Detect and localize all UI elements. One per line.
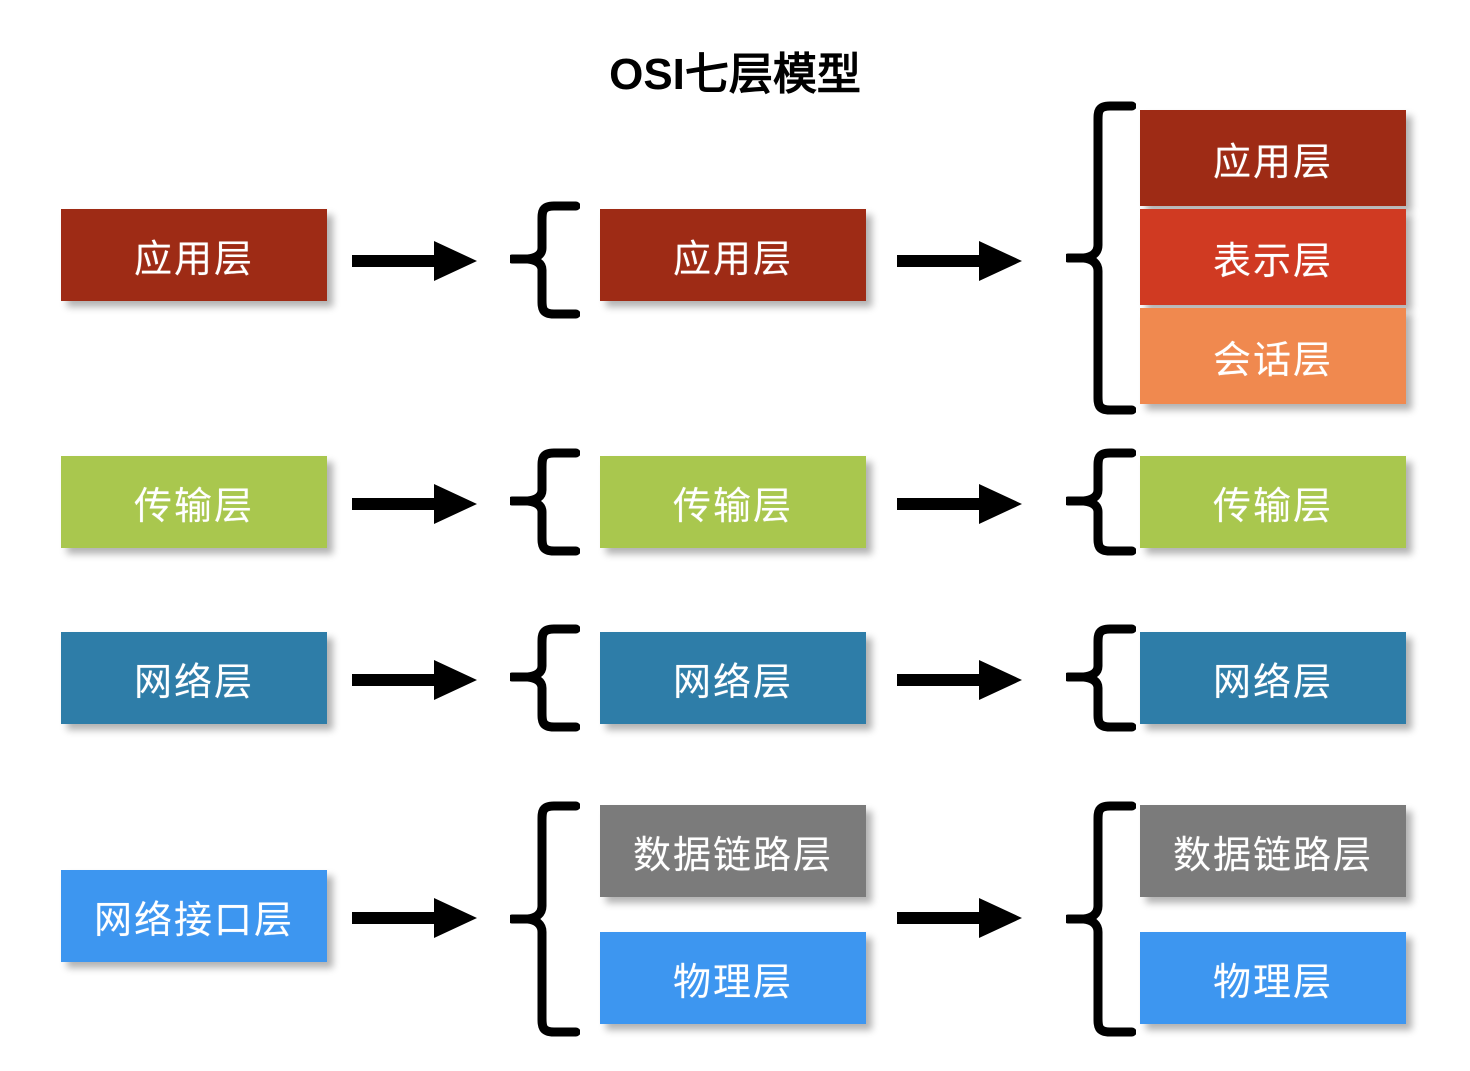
curly-brace-icon: [1063, 624, 1137, 732]
arrow-right-icon: [897, 241, 1022, 281]
page-title: OSI七层模型: [609, 50, 861, 99]
arrow-right-icon: [352, 898, 477, 938]
arrow-right-icon: [897, 660, 1022, 700]
box-c2-transport[interactable]: 传输层: [600, 456, 866, 548]
brace-c3-network: [1063, 623, 1137, 738]
curly-brace-icon: [1063, 801, 1137, 1037]
arrow-right-icon: [897, 898, 1022, 938]
box-c1-application[interactable]: 应用层: [61, 209, 327, 301]
arrow-right-icon: [352, 484, 477, 524]
arrow-c1-to-c2-application: [352, 235, 477, 292]
box-c3-datalink[interactable]: 数据链路层: [1140, 805, 1406, 897]
box-c1-transport[interactable]: 传输层: [61, 456, 327, 548]
arrow-right-icon: [352, 660, 477, 700]
curly-brace-icon: [507, 624, 581, 732]
arrow-c2-to-c3-transport: [897, 478, 1022, 535]
arrow-right-icon: [897, 484, 1022, 524]
brace-c2-transport: [507, 447, 581, 562]
arrow-c2-to-c3-link-physical: [897, 892, 1022, 949]
box-c3-session[interactable]: 会话层: [1140, 308, 1406, 404]
brace-c3-link-physical: [1063, 800, 1137, 1045]
box-c2-physical[interactable]: 物理层: [600, 932, 866, 1024]
arrow-c2-to-c3-application: [897, 235, 1022, 292]
box-c3-application[interactable]: 应用层: [1140, 110, 1406, 206]
brace-c3-transport: [1063, 447, 1137, 562]
brace-c2-application: [507, 200, 581, 325]
brace-c2-network: [507, 623, 581, 738]
curly-brace-icon: [1063, 101, 1137, 415]
box-c3-physical[interactable]: 物理层: [1140, 932, 1406, 1024]
curly-brace-icon: [507, 201, 581, 319]
curly-brace-icon: [507, 448, 581, 556]
box-c2-network[interactable]: 网络层: [600, 632, 866, 724]
arrow-c1-to-c2-transport: [352, 478, 477, 535]
box-c3-network[interactable]: 网络层: [1140, 632, 1406, 724]
box-c1-network-interface[interactable]: 网络接口层: [61, 870, 327, 962]
curly-brace-icon: [507, 801, 581, 1037]
box-c3-presentation[interactable]: 表示层: [1140, 209, 1406, 305]
brace-c3-upper-layers: [1063, 100, 1137, 423]
box-c2-datalink[interactable]: 数据链路层: [600, 805, 866, 897]
curly-brace-icon: [1063, 448, 1137, 556]
box-c3-transport[interactable]: 传输层: [1140, 456, 1406, 548]
arrow-c2-to-c3-network: [897, 654, 1022, 711]
brace-c2-link-physical: [507, 800, 581, 1045]
box-c1-network[interactable]: 网络层: [61, 632, 327, 724]
box-c2-application[interactable]: 应用层: [600, 209, 866, 301]
arrow-c1-to-c2-network: [352, 654, 477, 711]
arrow-c1-to-c2-network-interface: [352, 892, 477, 949]
arrow-right-icon: [352, 241, 477, 281]
